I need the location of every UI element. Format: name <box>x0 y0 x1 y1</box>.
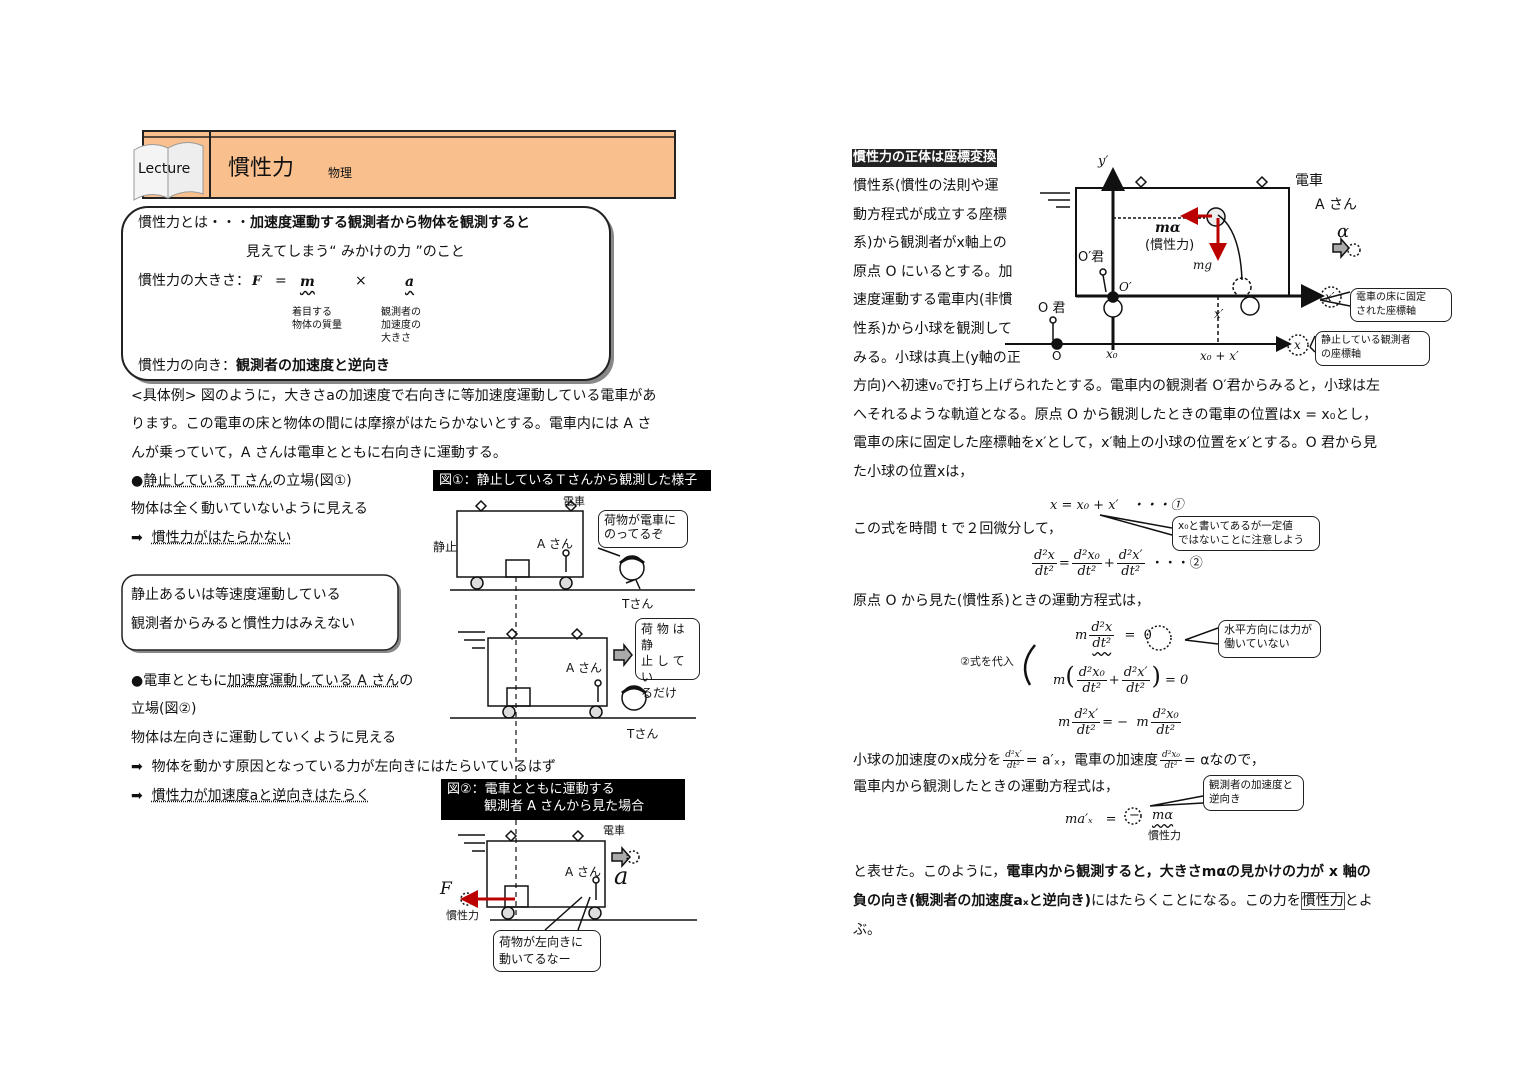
differentiate-line: この式を時間 t で２回微分して， <box>853 521 1062 537</box>
definition-line-1: 慣性力とは・・・加速度運動する観測者から物体を観測すると <box>138 214 530 232</box>
header-banner <box>142 130 676 199</box>
x0-label: x₀ <box>1106 347 1118 361</box>
eq1-bubble: x₀と書いてあるが一定値ではないことに注意しよう <box>1172 516 1320 551</box>
fig2-force-label: 慣性力 <box>446 909 479 922</box>
final-equation-lhs: ma′ₓ = <box>1065 812 1117 827</box>
arrow-right-icon: ➡ <box>131 530 143 546</box>
alpha-label: α <box>1337 221 1350 242</box>
conclusion-line-1: と表せた。このように，電車内から観測すると，大きさmαの見かけの力が x 軸の <box>853 864 1371 880</box>
o-prime-kun-label: O′君 <box>1078 250 1105 265</box>
train-label: 電車 <box>1295 173 1323 189</box>
final-equation-rhs: mα <box>1152 808 1174 823</box>
a-note: 観測者の加速度の大きさ <box>381 307 421 344</box>
a-san-reason: ➡ 物体を動かす原因となっている力が左向きにはたらいているはず <box>131 759 556 775</box>
t-san-heading: ●静止している T さんの立場(図①) <box>131 473 352 489</box>
subject-label: 物理 <box>328 166 353 180</box>
arrow-right-icon: ➡ <box>131 788 143 804</box>
fig1b-speech-bubble: 荷 物 は 静止 し て いるだけ <box>635 618 700 700</box>
inertial-force-label: (慣性力) <box>1145 238 1195 253</box>
section-heading: 慣性力の正体は座標変換 <box>852 149 998 167</box>
arrow-right-icon: ➡ <box>131 759 143 775</box>
inertial-force-term: 慣性力 <box>1300 892 1345 910</box>
fig1-drawing <box>450 499 695 920</box>
x0-plus-xprime-label: x₀ + x′ <box>1200 349 1239 363</box>
mg-label: mg <box>1193 258 1213 272</box>
coordinate-diagram <box>1005 167 1361 825</box>
example-line: ります。この電車の床と物体の間には摩擦がはたらかないとする。電車内には A さ <box>131 416 652 432</box>
x-prime-mark: x′ <box>1214 307 1224 321</box>
book-icon <box>133 142 204 201</box>
equation-1: x = x₀ + x′ ・・・① <box>1050 498 1184 513</box>
direction-line: 慣性力の向き：観測者の加速度と逆向き <box>138 358 390 374</box>
train-frame-line: 電車内から観測したときの運動方程式は， <box>853 779 1119 795</box>
formula-times: × <box>355 273 367 289</box>
floor-axis-bubble: 電車の床に固定された座標軸 <box>1350 288 1452 322</box>
definition-box <box>121 206 611 381</box>
definition-text: 加速度運動する観測者から物体を観測すると <box>250 215 530 231</box>
example-line: んが乗っていて，A さんは電車とともに右向きに運動する。 <box>131 445 507 461</box>
lecture-badge: Lecture <box>138 161 191 177</box>
fig1-train-label: 電車 <box>563 495 585 508</box>
final-eq-bubble: 観測者の加速度と逆向き <box>1203 775 1304 811</box>
fig1-a-san: A さん <box>537 537 574 551</box>
fig1b-drawing <box>450 627 696 719</box>
o-kun-label: O 君 <box>1038 301 1066 316</box>
fig2-force: F <box>440 879 452 899</box>
fig2-caption: 図②：電車とともに運動する観測者 A さんから見た場合 <box>441 779 685 820</box>
final-equation-minus: − <box>1129 808 1140 823</box>
a-san-heading-2: 立場(図②) <box>131 701 197 717</box>
m-note: 着目する物体の質量 <box>292 307 342 331</box>
fig1b-a-san: A さん <box>566 661 603 675</box>
magnitude-label: 慣性力の大きさ： <box>138 273 250 289</box>
a-san-heading: ●電車とともに加速度運動している A さんの <box>131 673 414 689</box>
conclusion-line-2: 負の向き(観測者の加速度aₓと逆向き)にはたらくことになる。この力を慣性力とよ <box>853 892 1373 910</box>
conclusion-line-3: ぶ。 <box>853 922 881 938</box>
ma-label: mα <box>1155 220 1181 236</box>
example-line: <具体例> 図のように，大きさaの加速度で右向きに等加速度運動している電車があ <box>131 388 657 404</box>
t-san-observation: 物体は全く動いていないように見える <box>131 501 368 517</box>
a-san-observation: 物体は左向きに運動していくように見える <box>131 730 397 746</box>
fig1-still-label: 静止 <box>433 540 458 554</box>
fig2-drawing <box>458 829 697 931</box>
definition-line-2: 見えてしまう“ みかけの力 ”のこと <box>246 244 465 260</box>
x-axis-label: x <box>1294 338 1301 352</box>
a-san-label: A さん <box>1315 197 1358 213</box>
fig2-a-san: A さん <box>565 865 602 879</box>
a-san-result: ➡ 慣性力が加速度aと逆向きはたらく <box>131 788 370 804</box>
direction-value: 観測者の加速度と逆向き <box>236 358 390 374</box>
note-line: 静止あるいは等速度運動している <box>131 587 341 603</box>
note-box <box>121 574 399 651</box>
formula-m: m <box>300 274 315 290</box>
definition-lead: 慣性力とは・・・ <box>138 215 250 231</box>
fig1b-t-san: Tさん <box>627 727 659 741</box>
inertial-frame-line: 原点 O から見た(慣性系)ときの運動方程式は， <box>853 593 1150 609</box>
eq3-bubble: 水平方向には力が働いていない <box>1218 620 1321 658</box>
note-line: 観測者からみると慣性力はみえない <box>131 616 355 632</box>
origin-label: O <box>1052 349 1062 363</box>
fig2-train-label: 電車 <box>603 824 625 837</box>
fig2-accel: a <box>614 862 629 890</box>
fig1-speech-bubble: 荷物が電車にのってるぞ <box>598 510 688 548</box>
formula-eq: = <box>275 273 287 289</box>
final-inertial-label: 慣性力 <box>1148 829 1181 842</box>
substitute-label: ②式を代入 <box>960 655 1014 668</box>
page-title: 慣性力 <box>228 156 295 181</box>
y-prime-axis-label: y′ <box>1098 154 1109 169</box>
fig2-speech-bubble: 荷物が左向きに動いてるなー <box>493 930 601 972</box>
fig1-caption: 図①：静止しているＴさんから観測した様子 <box>433 470 711 491</box>
o-prime-label: O′ <box>1119 280 1132 294</box>
x-prime-axis-label: x′ <box>1325 290 1335 304</box>
formula-F: F <box>252 274 262 289</box>
t-san-result: ➡ 慣性力がはたらかない <box>131 530 292 546</box>
formula-a: a <box>405 274 415 290</box>
still-axis-bubble: 静止している観測者の座標軸 <box>1315 331 1430 366</box>
fig1-t-san: Tさん <box>622 597 654 611</box>
